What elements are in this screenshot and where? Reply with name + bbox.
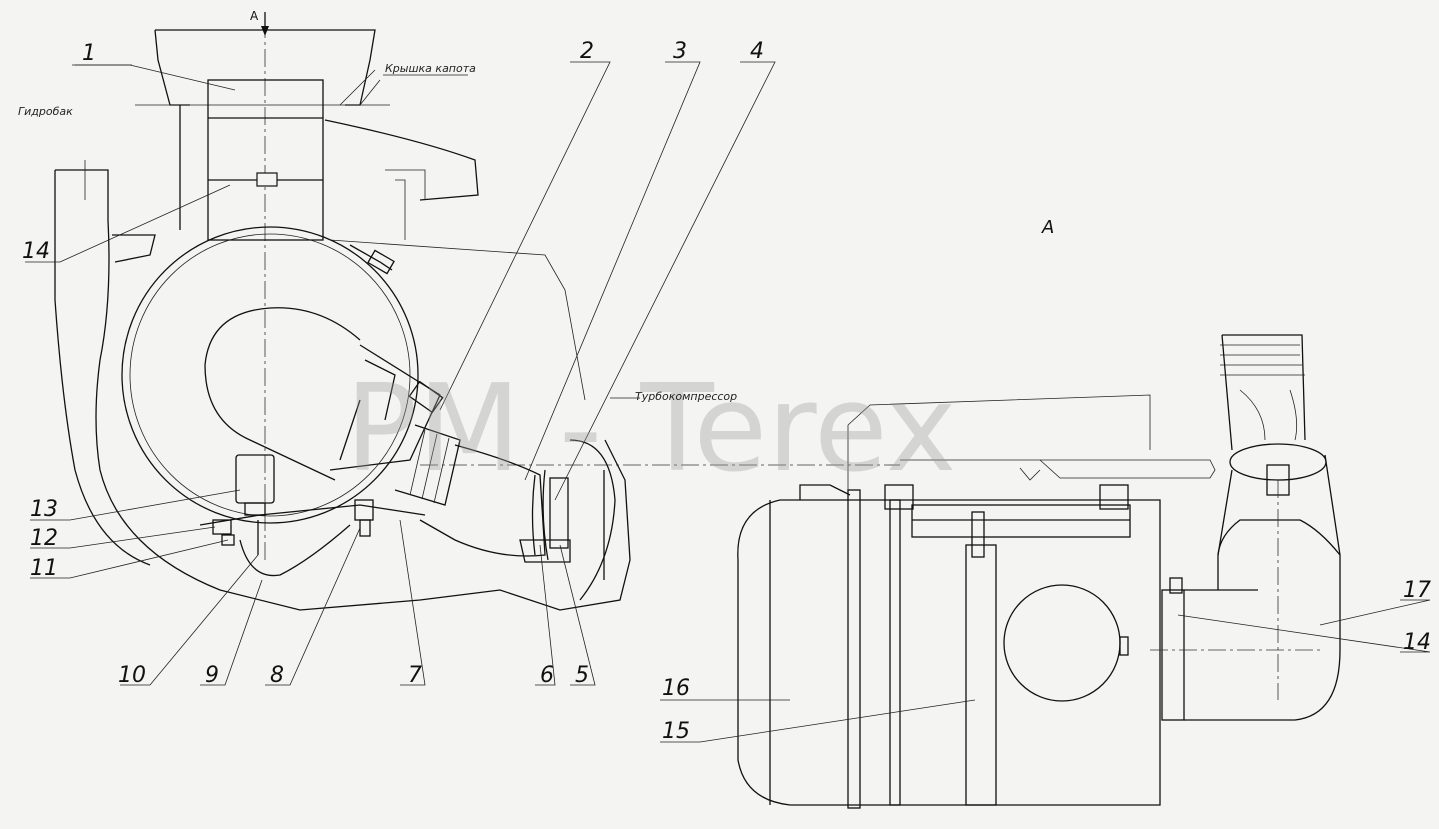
body-lines bbox=[329, 169, 586, 401]
leader-14a bbox=[25, 184, 231, 263]
turbo-clamp-base bbox=[519, 539, 571, 563]
cyclone-oval bbox=[204, 307, 361, 481]
outlet-flange-14 bbox=[1161, 589, 1185, 721]
leader-5 bbox=[559, 544, 596, 686]
callout-14a: 14 bbox=[22, 239, 50, 264]
hydro-tank-outline bbox=[55, 169, 631, 611]
filter-body bbox=[737, 499, 1161, 806]
callout-15: 15 bbox=[662, 719, 690, 744]
callout-2: 2 bbox=[580, 39, 594, 64]
leader-6 bbox=[535, 544, 556, 686]
bracket-rod bbox=[239, 524, 351, 577]
indicator-nut bbox=[244, 502, 266, 516]
intake-clamp-lock bbox=[256, 172, 278, 187]
leader-17 bbox=[1319, 599, 1431, 626]
clamp-band-mid bbox=[889, 499, 901, 806]
clamp-band-left bbox=[847, 489, 861, 809]
callout-14b: 14 bbox=[1403, 630, 1431, 655]
filter-housing bbox=[121, 226, 419, 524]
port-latch bbox=[1119, 636, 1129, 656]
turbo-clamp bbox=[549, 477, 569, 549]
leader-10 bbox=[120, 554, 259, 686]
top-clamp-lock bbox=[367, 249, 395, 275]
hose-clamp-2 bbox=[408, 380, 444, 414]
left-view: A bbox=[25, 9, 900, 686]
top-clamp-bolt bbox=[349, 244, 393, 271]
leader-9 bbox=[200, 579, 263, 686]
filter-housing-inner bbox=[129, 233, 411, 517]
callout-12: 12 bbox=[30, 526, 58, 551]
leader-7 bbox=[399, 519, 426, 686]
leader-11 bbox=[30, 539, 229, 579]
washer-11 bbox=[221, 534, 235, 546]
callout-9: 9 bbox=[205, 663, 219, 688]
leader-3 bbox=[524, 61, 701, 481]
context-rail bbox=[900, 459, 1216, 479]
callout-4: 4 bbox=[750, 39, 764, 64]
leader-1 bbox=[75, 64, 236, 91]
hose-corrugations bbox=[409, 429, 450, 504]
cap-latch bbox=[799, 484, 851, 500]
elbow-neck bbox=[1229, 443, 1327, 481]
inspection-port bbox=[1003, 584, 1121, 702]
intake-pipe bbox=[207, 79, 324, 241]
view-mark-a: A bbox=[250, 9, 259, 23]
callout-7: 7 bbox=[408, 663, 422, 688]
bar-bolt-left bbox=[884, 484, 914, 510]
outlet-elbow bbox=[329, 344, 441, 471]
label-hydro-tank: Гидробак bbox=[18, 105, 73, 118]
outlet-elbow-17 bbox=[1184, 519, 1341, 721]
label-hood-cover: Крышка капота bbox=[385, 62, 476, 75]
right-view-a bbox=[660, 334, 1431, 809]
callout-17: 17 bbox=[1403, 578, 1431, 603]
pipe-to-turbo bbox=[419, 444, 546, 557]
bracket bbox=[112, 234, 156, 263]
turbocharger-outline bbox=[569, 439, 616, 601]
mounting-bar bbox=[911, 504, 1131, 538]
service-indicator bbox=[235, 454, 275, 504]
lower-clamp-band bbox=[199, 504, 426, 526]
clamp-band-15 bbox=[965, 544, 997, 806]
elbow-upper-walls bbox=[1217, 454, 1341, 556]
body-outline bbox=[179, 105, 479, 230]
bolt-8 bbox=[354, 499, 374, 521]
watermark: PM - Terex bbox=[345, 360, 957, 499]
callout-1: 1 bbox=[82, 41, 96, 66]
callout-13: 13 bbox=[30, 497, 58, 522]
context-break bbox=[1019, 467, 1041, 481]
label-turbocharger: Турбокомпрессор bbox=[635, 390, 737, 403]
bar-bolt-right bbox=[1099, 484, 1129, 510]
callout-11: 11 bbox=[30, 556, 58, 581]
callout-8: 8 bbox=[270, 663, 284, 688]
leader-12 bbox=[30, 526, 216, 549]
hydro-tank-left bbox=[54, 170, 151, 566]
view-title-a: A bbox=[1041, 217, 1054, 238]
leader-14b bbox=[1177, 614, 1431, 653]
boot-corrugations bbox=[1220, 344, 1305, 376]
hood-hatch bbox=[339, 69, 381, 106]
bolt-8-stem bbox=[359, 519, 371, 537]
turbo-hose-folds bbox=[531, 469, 549, 561]
leader-8 bbox=[265, 527, 361, 686]
leader-13 bbox=[30, 489, 241, 521]
leader-15 bbox=[660, 699, 976, 743]
callout-16: 16 bbox=[662, 676, 690, 701]
callout-5: 5 bbox=[575, 663, 589, 688]
rubber-boot bbox=[1221, 334, 1306, 451]
callout-3: 3 bbox=[673, 39, 687, 64]
view-arrow-head bbox=[261, 26, 269, 36]
boot-folds bbox=[1239, 389, 1298, 441]
outlet-flange-bolt bbox=[1169, 577, 1183, 594]
hose-corrugated bbox=[394, 424, 461, 506]
context-pipe bbox=[847, 394, 1151, 500]
callout-10: 10 bbox=[118, 663, 146, 688]
leader-4 bbox=[554, 61, 776, 501]
callout-6: 6 bbox=[540, 663, 554, 688]
outlet-elbow-ribs bbox=[339, 359, 396, 461]
bar-screw bbox=[971, 511, 985, 558]
leader-2 bbox=[439, 61, 611, 411]
